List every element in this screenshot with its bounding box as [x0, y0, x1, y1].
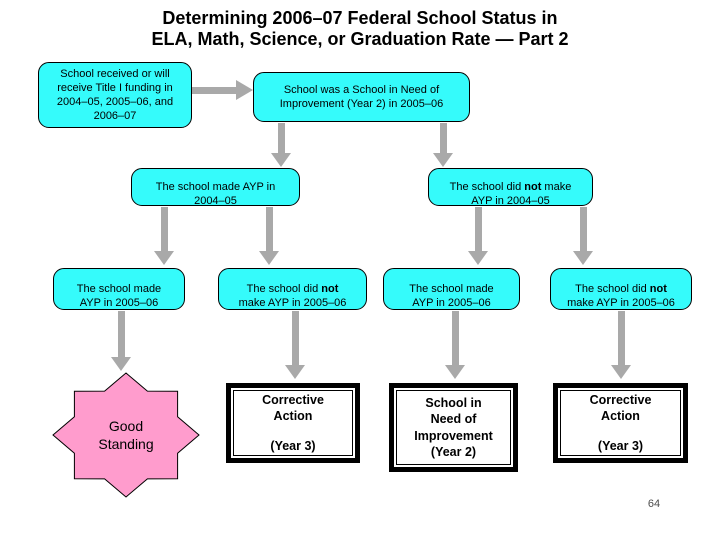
arrow-sini-to-not-ayp-0405 — [433, 123, 453, 167]
slide-title: Determining 2006–07 Federal School Statu… — [0, 8, 720, 50]
arrow-shaft — [579, 207, 587, 251]
arrow-funding-to-sini — [192, 80, 253, 100]
arrow-head-down-icon — [468, 251, 488, 265]
text-pre: The school made AYP in 2004–05 — [155, 180, 276, 208]
text-pre: The school did — [575, 282, 650, 295]
slide-title-line1: Determining 2006–07 Federal School Statu… — [162, 8, 558, 28]
arrow-shaft — [265, 207, 273, 251]
arrow-to-good-standing — [111, 311, 131, 371]
arrow-head-down-icon — [433, 153, 453, 167]
outcome-label: Corrective Action — [262, 393, 324, 424]
outcome-inner-border: Corrective Action (Year 3) — [560, 390, 681, 456]
arrow-to-corrective-action-right — [611, 311, 631, 379]
flow-box-sini-2005-06: School was a School in Need of Improveme… — [253, 72, 470, 122]
arrow-made0405-to-not0506 — [259, 207, 279, 265]
arrow-head-right-icon — [236, 80, 253, 100]
text-bold: not — [524, 180, 542, 193]
arrow-shaft — [451, 311, 459, 365]
flow-box-made-ayp-2004-05: The school made AYP in 2004–05 — [131, 168, 300, 208]
arrow-shaft — [291, 311, 299, 365]
flow-box-not-ayp-2005-06-left: The school did not make AYP in 2005–06 — [218, 268, 367, 310]
text-bold: not — [321, 282, 339, 295]
outcome-inner-border: Corrective Action (Year 3) — [233, 390, 353, 456]
arrow-head-down-icon — [573, 251, 593, 265]
outcome-year: (Year 3) — [270, 438, 316, 453]
text-post: make AYP in 2005–06 — [567, 297, 675, 310]
flow-box-not-ayp-2004-05: The school did not make AYP in 2004–05 — [428, 168, 593, 208]
text-pre: The school made AYP in 2005–06 — [409, 282, 494, 310]
text-post: make AYP in 2004–05 — [471, 180, 572, 208]
flow-box-sini-2005-06-text: School was a School in Need of Improveme… — [279, 83, 444, 110]
arrow-shaft — [192, 86, 236, 94]
flow-box-title-funding-text: School received or will receive Title I … — [56, 67, 174, 123]
outcome-inner-border: School in Need of Improvement (Year 2) — [396, 390, 511, 465]
arrow-head-down-icon — [111, 357, 131, 371]
arrow-to-corrective-action-left — [285, 311, 305, 379]
arrow-to-school-in-need — [445, 311, 465, 379]
outcome-year: (Year 3) — [597, 438, 644, 453]
arrow-shaft — [277, 123, 285, 153]
outcome-corrective-action-right: Corrective Action (Year 3) — [553, 383, 688, 463]
arrow-not0405-to-not0506 — [573, 207, 593, 265]
slide-title-line2: ELA, Math, Science, or Graduation Rate —… — [151, 29, 569, 49]
arrow-head-down-icon — [154, 251, 174, 265]
arrow-sini-to-made-ayp-0405 — [271, 123, 291, 167]
arrow-head-down-icon — [271, 153, 291, 167]
outcome-corrective-action-left: Corrective Action (Year 3) — [226, 383, 360, 463]
flow-box-title-funding: School received or will receive Title I … — [38, 62, 192, 128]
arrow-head-down-icon — [259, 251, 279, 265]
star-good-standing: Good Standing — [51, 371, 201, 499]
text-post: make AYP in 2005–06 — [238, 297, 347, 310]
arrow-shaft — [160, 207, 168, 251]
outcome-label: Corrective Action — [589, 393, 652, 424]
flow-box-made-ayp-2005-06-right: The school made AYP in 2005–06 — [383, 268, 520, 310]
outcome-year: (Year 2) — [430, 444, 477, 459]
flow-box-made-ayp-2005-06-left: The school made AYP in 2005–06 — [53, 268, 185, 310]
text-pre: The school made AYP in 2005–06 — [76, 282, 162, 310]
text-pre: The school did — [246, 282, 322, 295]
arrow-shaft — [439, 123, 447, 153]
text-pre: The school did — [449, 180, 525, 193]
outcome-school-in-need: School in Need of Improvement (Year 2) — [389, 383, 518, 472]
arrow-head-down-icon — [445, 365, 465, 379]
text-bold: not — [649, 282, 667, 295]
arrow-not0405-to-made0506 — [468, 207, 488, 265]
arrow-made0405-to-made0506 — [154, 207, 174, 265]
arrow-shaft — [617, 311, 625, 365]
flow-box-not-ayp-2005-06-right: The school did not make AYP in 2005–06 — [550, 268, 692, 310]
arrow-shaft — [474, 207, 482, 251]
arrow-shaft — [117, 311, 125, 357]
arrow-head-down-icon — [611, 365, 631, 379]
eight-point-star-icon — [52, 372, 200, 498]
arrow-head-down-icon — [285, 365, 305, 379]
good-standing-label: Good Standing — [98, 417, 154, 452]
outcome-label: School in Need of Improvement — [414, 396, 493, 443]
page-number: 64 — [647, 498, 661, 510]
